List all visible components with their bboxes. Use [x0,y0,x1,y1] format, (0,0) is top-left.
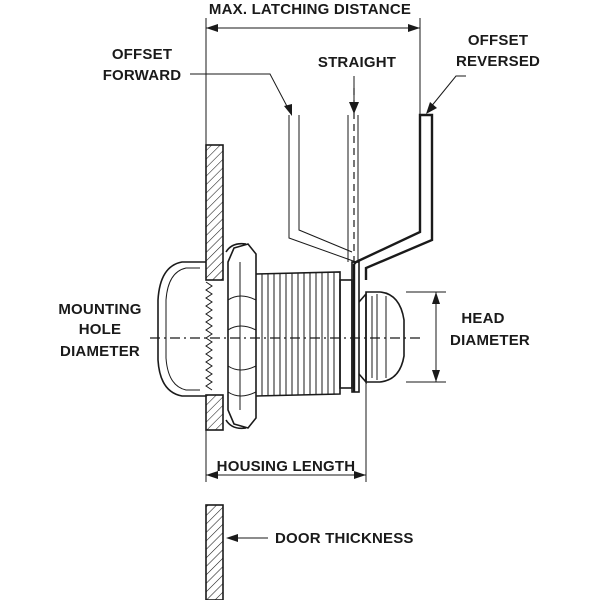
cam-offset-forward [288,115,357,263]
offset-reversed-leader [426,75,466,114]
door-hole-threads [205,281,213,391]
straight-label: STRAIGHT [318,54,396,71]
lock-body [157,242,405,430]
max-latching-distance-label: MAX. LATCHING DISTANCE [209,1,411,18]
mounting-hole-label-line1: MOUNTING [58,301,141,318]
head-diameter-label-line1: HEAD [461,310,504,327]
housing-length-label: HOUSING LENGTH [217,458,356,475]
head-diameter-dimension [406,291,446,383]
mounting-hole-label-line2: HOLE [79,321,121,338]
offset-reversed-label-line2: REVERSED [456,53,540,70]
head-diameter-label-line2: DIAMETER [450,332,530,349]
mounting-hole-label-line3: DIAMETER [60,343,140,360]
hex-nut [225,242,257,430]
door-panel [205,144,224,600]
offset-forward-label-line1: OFFSET [112,46,172,63]
straight-leader [349,76,359,114]
tail-nut [358,291,405,385]
cam-straight [347,115,359,262]
door-thickness-label: DOOR THICKNESS [275,530,414,547]
housing-length-dimension [205,382,367,482]
threaded-housing [255,271,353,397]
arrowhead-left [206,24,218,32]
offset-forward-leader [190,73,292,116]
offset-reversed-label-line1: OFFSET [468,32,528,49]
door-thickness-leader [226,534,268,542]
arrowhead-right [408,24,420,32]
offset-forward-label-line2: FORWARD [103,67,182,84]
max-latching-distance-dimension [205,18,421,145]
cam-offset-reversed [352,113,434,392]
